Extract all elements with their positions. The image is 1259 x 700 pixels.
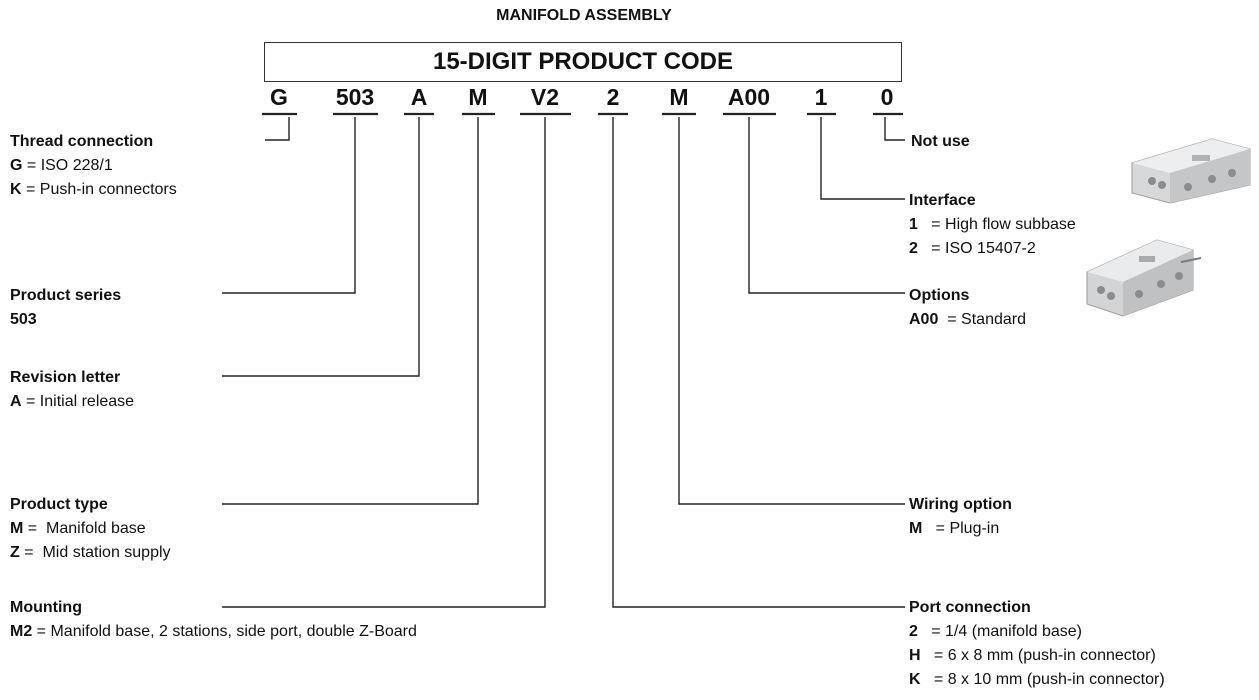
code-segment-series: 503 [336, 84, 374, 111]
code-segment-wiring: M [669, 84, 688, 111]
code-segment-type: M [468, 84, 487, 111]
diagram-title: MANIFOLD ASSEMBLY [264, 7, 904, 25]
leader-port [613, 117, 905, 607]
options-heading: Options [909, 284, 1026, 308]
mounting-heading: Mounting [10, 596, 417, 620]
option-line: M2 = Manifold base, 2 stations, side por… [10, 620, 417, 644]
option-line: M = Manifold base [10, 517, 171, 541]
leader-not-use [885, 117, 905, 140]
code-segment-revision: A [411, 84, 428, 111]
product-series-block: Product series 503 [10, 284, 121, 332]
option-line: A00 = Standard [909, 308, 1026, 332]
code-segment-port: 2 [607, 84, 620, 111]
option-line: K = 8 x 10 mm (push-in connector) [909, 668, 1165, 692]
options-block: Options A00 = Standard [909, 284, 1026, 332]
product-type-block: Product type M = Manifold base Z = Mid s… [10, 493, 171, 565]
product-code-box: 15-DIGIT PRODUCT CODE [264, 42, 902, 82]
code-segment-mounting: V2 [531, 84, 559, 111]
port-connection-heading: Port connection [909, 596, 1165, 620]
interface-heading: Interface [909, 189, 1076, 213]
leader-thread [265, 117, 289, 140]
product-series-heading: Product series [10, 284, 121, 308]
option-line: K = Push-in connectors [10, 178, 177, 202]
option-line: 2 = 1/4 (manifold base) [909, 620, 1165, 644]
not-use-heading: Not use [911, 130, 970, 154]
leader-options [749, 117, 905, 293]
thread-connection-heading: Thread connection [10, 130, 177, 154]
revision-letter-block: Revision letter A = Initial release [10, 366, 134, 414]
port-connection-block: Port connection 2 = 1/4 (manifold base) … [909, 596, 1165, 692]
leader-mounting [222, 117, 545, 607]
revision-letter-heading: Revision letter [10, 366, 134, 390]
option-line: H = 6 x 8 mm (push-in connector) [909, 644, 1165, 668]
option-line: G = ISO 228/1 [10, 154, 177, 178]
mounting-block: Mounting M2 = Manifold base, 2 stations,… [10, 596, 417, 644]
leader-type [222, 117, 478, 504]
manifold-base-image-bottom [1081, 232, 1203, 318]
code-segment-interface: 1 [815, 84, 828, 111]
option-line: 1 = High flow subbase [909, 213, 1076, 237]
code-segment-notuse: 0 [881, 84, 894, 111]
option-line: M = Plug-in [909, 517, 1012, 541]
leader-revision [222, 117, 419, 376]
option-line: 2 = ISO 15407-2 [909, 237, 1076, 261]
option-line: A = Initial release [10, 390, 134, 414]
not-use-block: Not use [911, 130, 970, 154]
option-line: Z = Mid station supply [10, 541, 171, 565]
leader-series [222, 117, 355, 293]
option-line: 503 [10, 308, 121, 332]
product-type-heading: Product type [10, 493, 171, 517]
leader-interface [821, 117, 905, 199]
leader-wiring [679, 117, 905, 504]
thread-connection-block: Thread connection G = ISO 228/1 K = Push… [10, 130, 177, 202]
code-segment-options: A00 [728, 84, 770, 111]
wiring-option-heading: Wiring option [909, 493, 1012, 517]
wiring-option-block: Wiring option M = Plug-in [909, 493, 1012, 541]
interface-block: Interface 1 = High flow subbase 2 = ISO … [909, 189, 1076, 261]
manifold-base-image-top [1122, 135, 1258, 207]
code-segment-thread: G [270, 84, 288, 111]
